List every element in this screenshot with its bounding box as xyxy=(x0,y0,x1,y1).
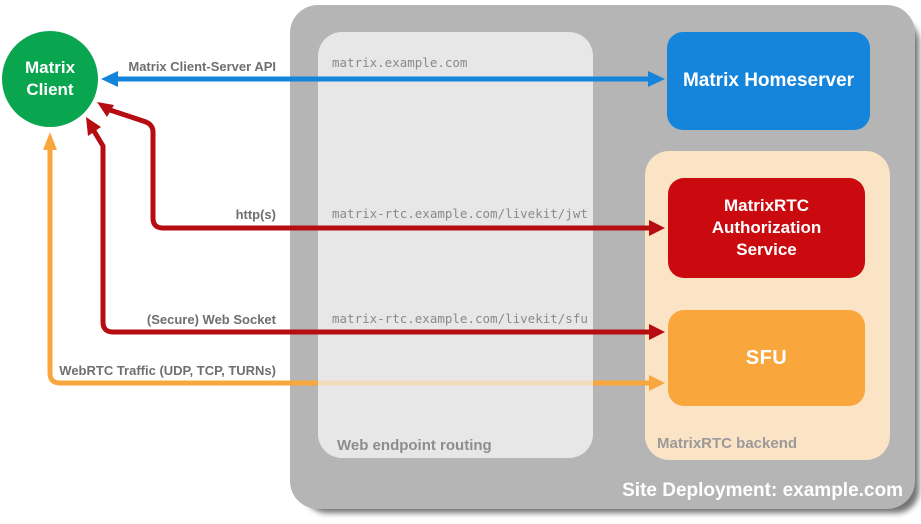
jwt-endpoint-url: matrix-rtc.example.com/livekit/jwt xyxy=(332,206,588,221)
sfu-endpoint-url: matrix-rtc.example.com/livekit/sfu xyxy=(332,311,588,326)
sfu-node: SFU xyxy=(668,310,865,406)
websocket-edge-label: (Secure) Web Socket xyxy=(146,312,276,327)
matrix-homeserver-label: Matrix Homeserver xyxy=(682,70,855,91)
matrix-client-node: Matrix Client xyxy=(2,31,98,127)
sfu-label: SFU xyxy=(745,346,788,369)
matrix-homeserver-node: Matrix Homeserver xyxy=(667,32,870,130)
homeserver-endpoint-url: matrix.example.com xyxy=(332,55,468,70)
web-endpoint-routing-caption: Web endpoint routing xyxy=(337,437,492,454)
client-server-api-edge-label: Matrix Client-Server API xyxy=(128,59,276,74)
matrixrtc-backend-caption: MatrixRTC backend xyxy=(657,435,798,452)
matrixrtc-auth-service-label: MatrixRTC Authorization Service xyxy=(711,196,822,259)
matrix-client-label: Matrix Client xyxy=(24,57,76,99)
https-edge-label: http(s) xyxy=(235,207,276,222)
webrtc-edge-label: WebRTC Traffic (UDP, TCP, TURNs) xyxy=(59,363,276,378)
matrixrtc-auth-service-node: MatrixRTC Authorization Service xyxy=(668,178,865,278)
web-endpoint-routing-container xyxy=(318,32,593,458)
site-deployment-caption: Site Deployment: example.com xyxy=(622,480,903,501)
